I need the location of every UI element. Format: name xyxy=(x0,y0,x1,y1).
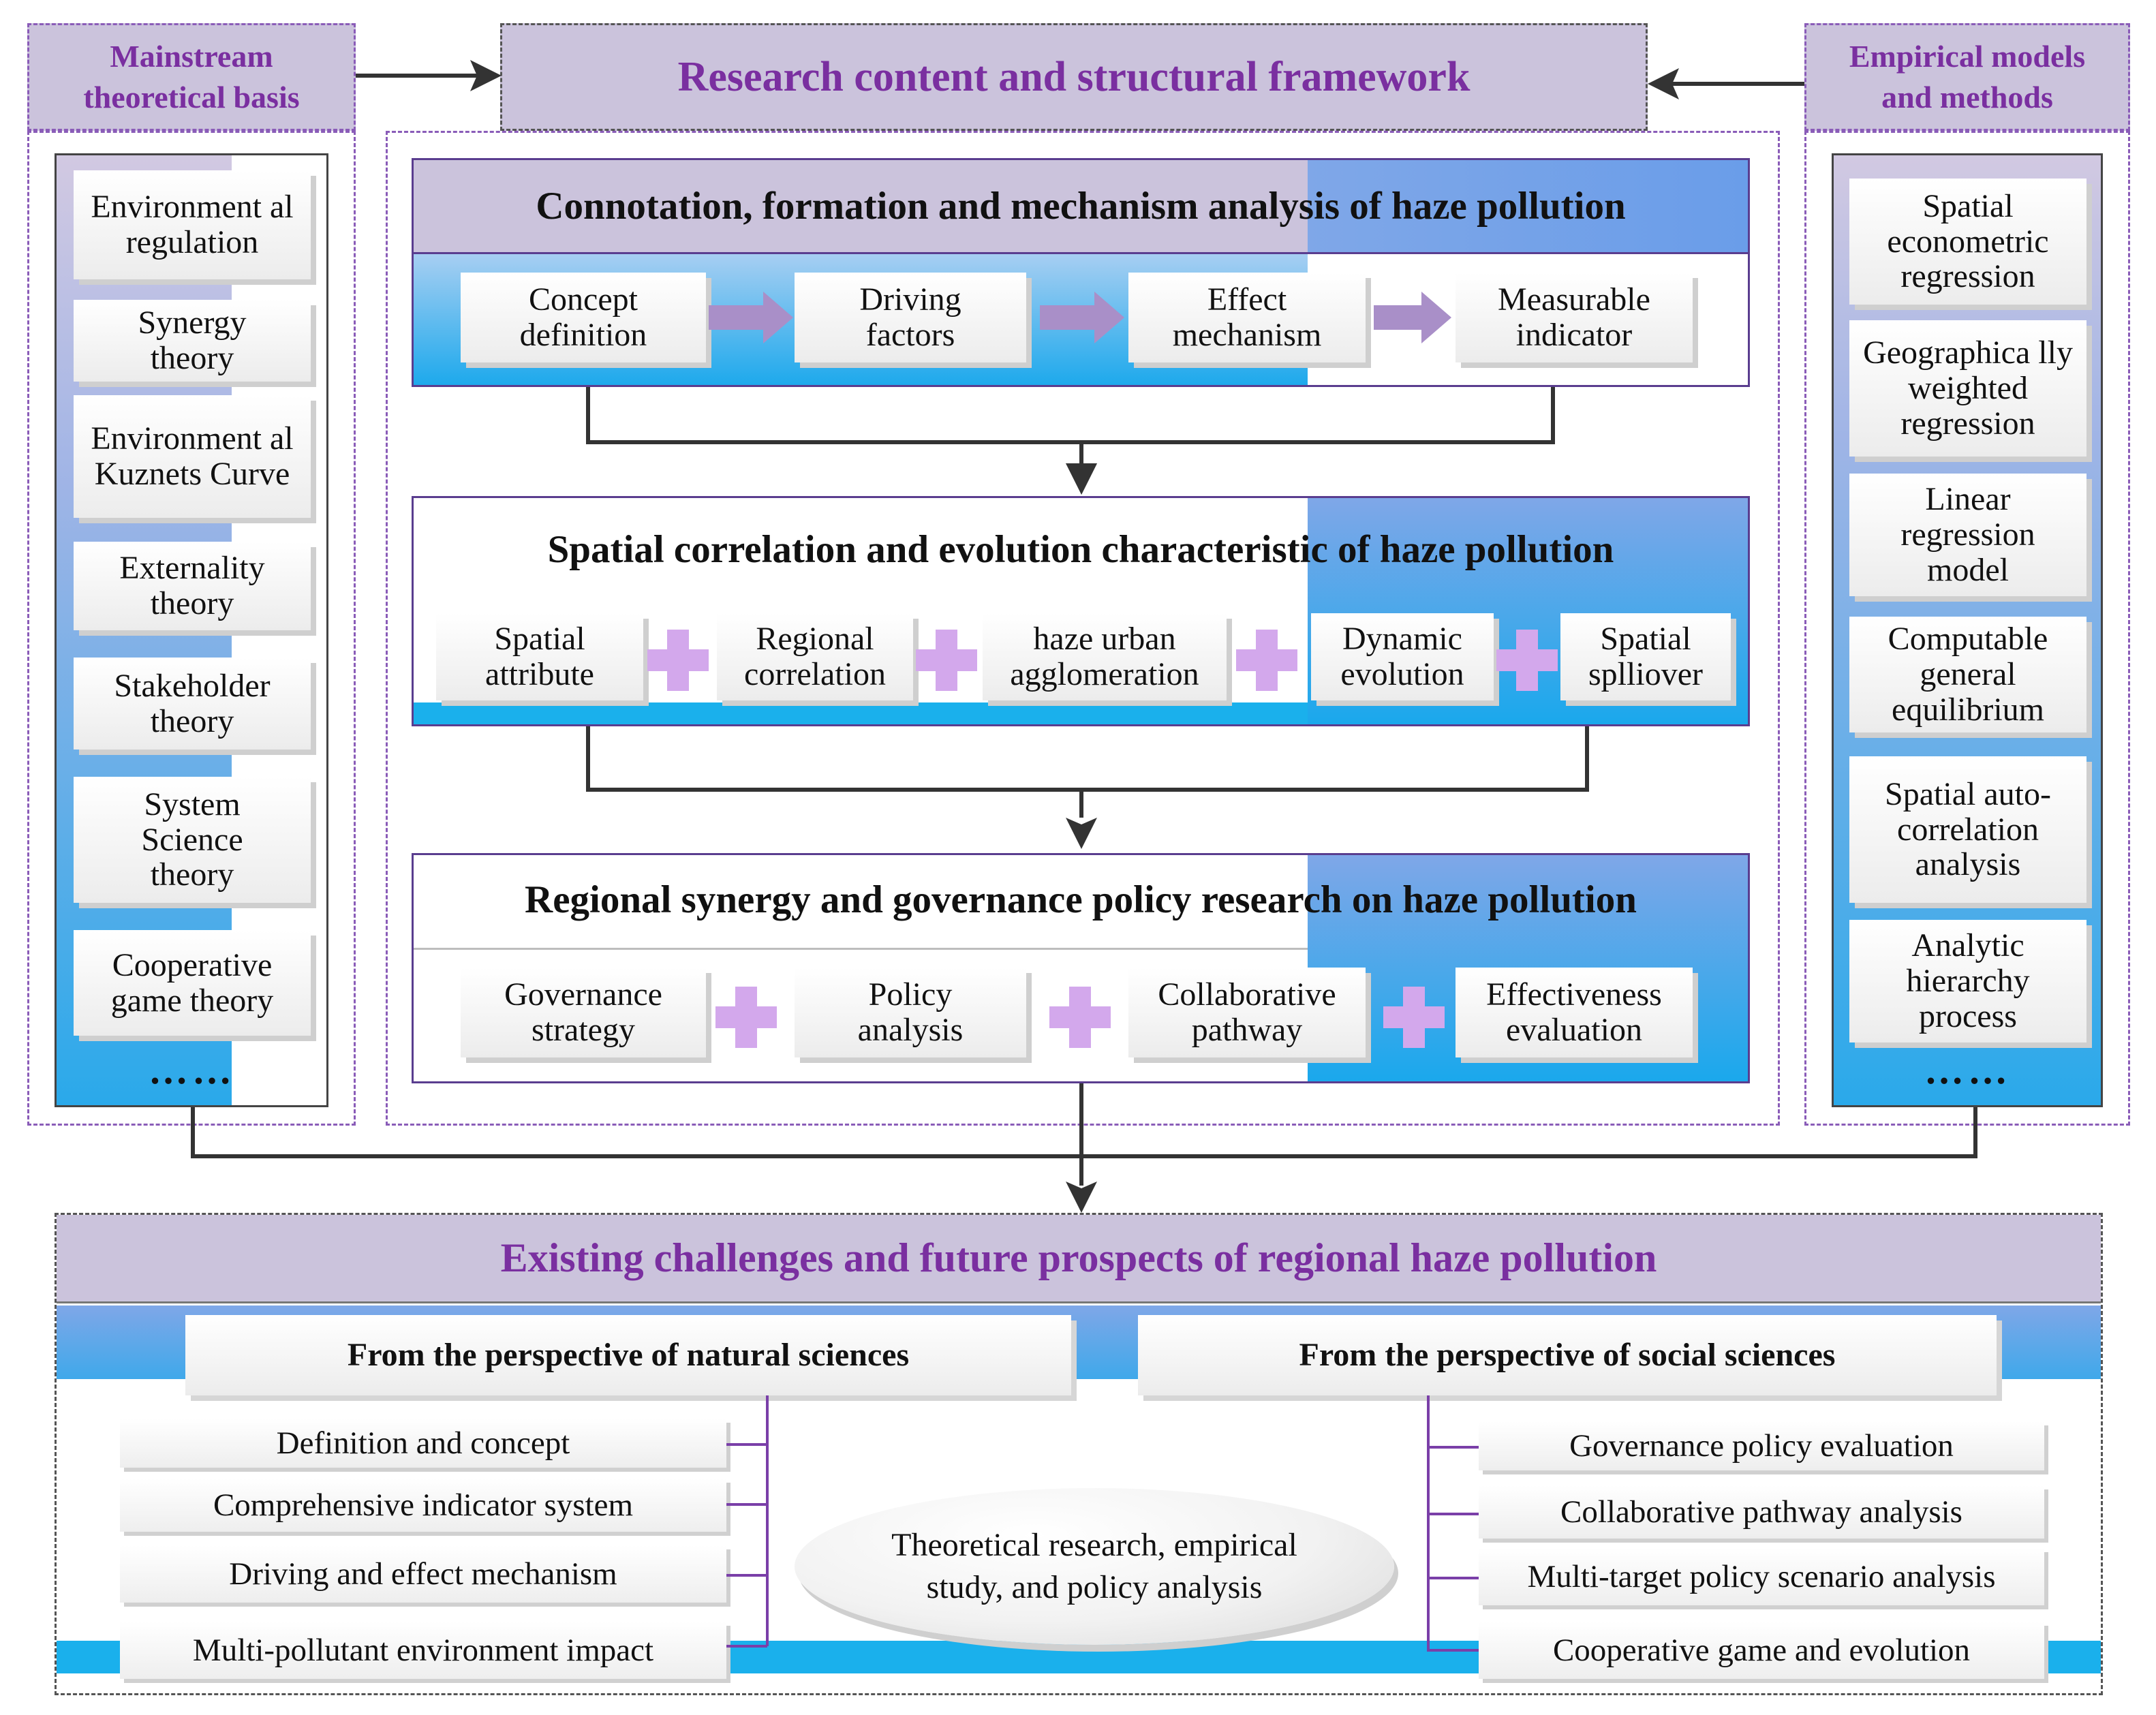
left-header: Mainstream theoretical basis xyxy=(27,23,356,131)
panel2-title: Spatial correlation and evolution charac… xyxy=(547,527,1614,571)
p1-left-down xyxy=(586,387,590,444)
panel2-bottom-band xyxy=(414,702,1308,724)
social-sciences-heading: From the perspective of social sciences xyxy=(1138,1315,1997,1395)
panel2-step-haze-urban-agglomeration: haze urban agglomeration xyxy=(983,613,1227,700)
left-item-system-science-theory: System Science theory xyxy=(74,777,311,903)
main-header: Research content and structural framewor… xyxy=(500,23,1648,131)
p1-right-down xyxy=(1551,387,1555,444)
bottom-title: Existing challenges and future prospects… xyxy=(500,1235,1657,1280)
panel2-plus-1-icon xyxy=(647,630,709,691)
p2-to-p3-arrowhead xyxy=(1066,818,1097,849)
social-bracket-tick-2 xyxy=(1428,1513,1479,1515)
panel2-plus-2-icon xyxy=(916,630,977,691)
natural-bracket-tick-3 xyxy=(726,1574,767,1577)
left-header-title: Mainstream theoretical basis xyxy=(83,39,300,114)
p2-center-down xyxy=(1079,788,1083,818)
panel1-arrow-3-icon xyxy=(1374,292,1451,343)
to-bottom-arrowhead xyxy=(1066,1181,1097,1213)
natural-bracket-tick-4 xyxy=(726,1645,767,1648)
panel1-step-effect-mechanism: Effect mechanism xyxy=(1128,273,1366,362)
p2-right-down xyxy=(1585,726,1589,792)
bottom-horizontal xyxy=(191,1154,1977,1158)
left-item-externality-theory: Externality theory xyxy=(74,542,311,630)
natural-sciences-heading: From the perspective of natural sciences xyxy=(185,1315,1071,1395)
social-item-multi-target-policy: Multi-target policy scenario analysis xyxy=(1479,1548,2044,1605)
left-item-environmental-regulation: Environment al regulation xyxy=(74,170,311,279)
center-ellipse-text: Theoretical research, empirical study, a… xyxy=(891,1526,1297,1605)
left-to-main-arrowhead xyxy=(470,60,502,91)
p1-to-p2-arrowhead xyxy=(1066,463,1097,495)
right-item-geographically-weighted-regression: Geographica lly weighted regression xyxy=(1849,320,2086,457)
social-bracket-vertical xyxy=(1427,1395,1430,1652)
natural-item-multi-pollutant: Multi-pollutant environment impact xyxy=(120,1622,726,1679)
panel1-title-bg xyxy=(414,160,1748,252)
right-item-spatial-autocorrelation-analysis: Spatial auto-correlation analysis xyxy=(1849,756,2086,903)
right-item-computable-general-equilibrium: Computable general equilibrium xyxy=(1849,617,2086,732)
right-to-main-arrow-line xyxy=(1671,82,1804,86)
left-item-stakeholder-theory: Stakeholder theory xyxy=(74,658,311,750)
p2-left-down xyxy=(586,726,590,792)
left-to-main-arrow-line xyxy=(356,74,478,78)
p1-horizontal xyxy=(586,440,1555,444)
panel3-step-policy-analysis: Policy analysis xyxy=(795,968,1026,1057)
panel1-step-measurable-indicator: Measurable indicator xyxy=(1456,273,1693,362)
panel2-step-dynamic-evolution: Dynamic evolution xyxy=(1311,613,1494,700)
right-header-title: Empirical models and methods xyxy=(1849,39,2086,114)
panel3-step-governance-strategy: Governance strategy xyxy=(461,968,706,1057)
panel3-step-collaborative-pathway: Collaborative pathway xyxy=(1128,968,1366,1057)
right-col-down xyxy=(1973,1107,1977,1158)
social-item-governance-evaluation: Governance policy evaluation xyxy=(1479,1421,2044,1470)
social-bracket-tick-1 xyxy=(1428,1446,1479,1449)
panel3-plus-2-icon xyxy=(1049,987,1111,1048)
social-item-cooperative-game: Cooperative game and evolution xyxy=(1479,1622,2044,1679)
left-item-cooperative-game-theory: Cooperative game theory xyxy=(74,930,311,1036)
right-header: Empirical models and methods xyxy=(1804,23,2130,131)
right-item-linear-regression-model: Linear regression model xyxy=(1849,474,2086,596)
right-item-spatial-econometric-regression: Spatial econometric regression xyxy=(1849,179,2086,305)
social-item-collaborative-pathway: Collaborative pathway analysis xyxy=(1479,1485,2044,1539)
panel2-step-regional-correlation: Regional correlation xyxy=(717,613,913,700)
center-ellipse: Theoretical research, empirical study, a… xyxy=(795,1488,1394,1645)
panel1-arrow-2-icon xyxy=(1040,292,1124,343)
page-title: Research content and structural framewor… xyxy=(677,53,1470,100)
panel3-title: Regional synergy and governance policy r… xyxy=(525,878,1637,921)
panel3-plus-1-icon xyxy=(715,987,777,1048)
right-to-main-arrowhead xyxy=(1648,68,1679,99)
p2-horizontal xyxy=(586,788,1589,792)
panel3-plus-3-icon xyxy=(1383,987,1445,1048)
panel1-step-concept-definition: Concept definition xyxy=(461,273,706,362)
panel1-divider xyxy=(414,252,1748,254)
p1-center-down xyxy=(1079,440,1083,467)
panel2-plus-3-icon xyxy=(1236,630,1297,691)
natural-bracket-tick-2 xyxy=(726,1503,767,1506)
left-ellipsis: …… xyxy=(149,1047,236,1092)
natural-item-comprehensive-indicator: Comprehensive indicator system xyxy=(120,1479,726,1532)
panel3-step-effectiveness-evaluation: Effectiveness evaluation xyxy=(1456,968,1693,1057)
right-ellipsis: …… xyxy=(1924,1047,2012,1092)
panel1-step-driving-factors: Driving factors xyxy=(795,273,1026,362)
panel1-arrow-1-icon xyxy=(709,292,793,343)
panel3-divider xyxy=(414,948,1308,950)
right-item-analytic-hierarchy-process: Analytic hierarchy process xyxy=(1849,920,2086,1042)
panel2-step-spatial-splliover: Spatial splliover xyxy=(1560,613,1731,700)
natural-item-definition-concept: Definition and concept xyxy=(120,1419,726,1468)
center-down xyxy=(1079,1083,1083,1186)
right-column-frame xyxy=(1804,131,2130,1126)
social-bracket-tick-3 xyxy=(1428,1577,1479,1579)
bottom-header: Existing challenges and future prospects… xyxy=(57,1215,2101,1303)
panel2-step-spatial-attribute: Spatial attribute xyxy=(436,613,643,700)
left-col-down xyxy=(191,1107,195,1158)
panel1-title: Connotation, formation and mechanism ana… xyxy=(536,185,1626,228)
natural-item-driving-effect: Driving and effect mechanism xyxy=(120,1545,726,1603)
panel2-plus-4-icon xyxy=(1496,630,1558,691)
social-bracket-tick-4 xyxy=(1428,1649,1479,1652)
natural-bracket-tick-1 xyxy=(726,1443,767,1446)
left-item-environmental-kuznets-curve: Environment al Kuznets Curve xyxy=(74,395,311,518)
left-item-synergy-theory: Synergy theory xyxy=(74,300,311,382)
natural-bracket-vertical xyxy=(766,1395,769,1646)
